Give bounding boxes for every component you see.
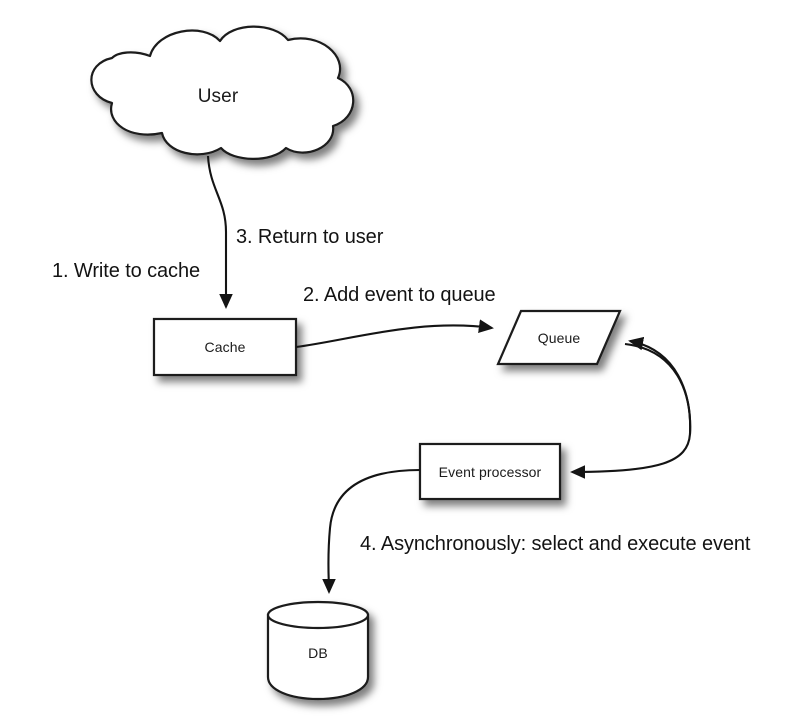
step-label-1: 1. Write to cache (52, 260, 200, 282)
node-label-db: DB (308, 645, 328, 661)
node-event-processor[interactable] (418, 442, 562, 501)
node-label-cache: Cache (204, 339, 246, 355)
edge-user-to-cache (206, 155, 233, 309)
node-queue[interactable] (496, 309, 622, 366)
node-label-event-processor: Event processor (438, 464, 542, 480)
edge-cache-to-queue (295, 319, 494, 349)
step-label-3: 3. Return to user (236, 226, 384, 248)
step-label-4: 4. Asynchronously: select and execute ev… (360, 533, 751, 555)
edge-processor-to-queue (628, 336, 692, 435)
edge-processor-to-db (322, 468, 421, 594)
node-user[interactable] (90, 25, 355, 160)
node-label-queue: Queue (537, 330, 581, 346)
node-db[interactable] (266, 600, 370, 701)
edge-queue-to-processor (570, 342, 692, 479)
step-label-2: 2. Add event to queue (303, 284, 496, 306)
node-label-user: User (197, 86, 239, 107)
